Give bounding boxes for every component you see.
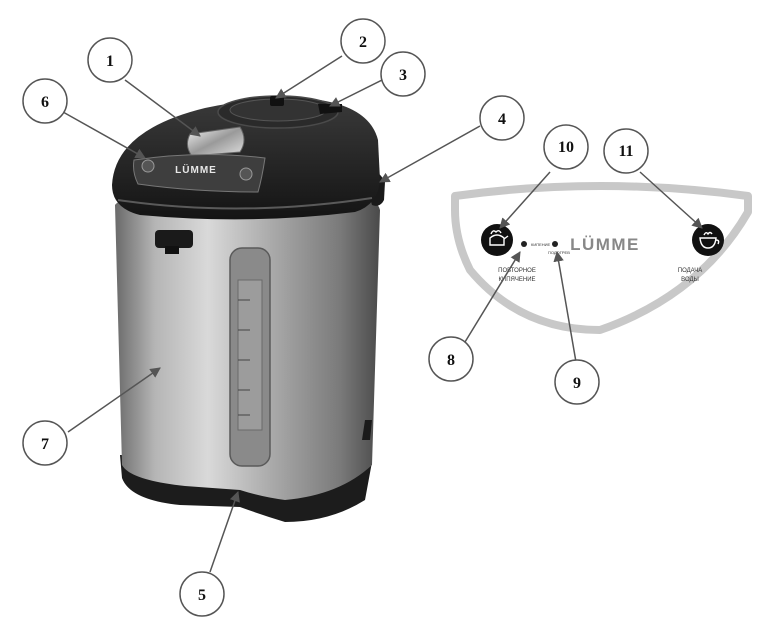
- callouts: 1 2 3 4 5 6 7 8: [22, 18, 649, 617]
- reboil-label-line1: ПОВТОРНОЕ: [498, 268, 536, 274]
- leader-6: [62, 111, 146, 159]
- callout-10: 10: [543, 124, 589, 170]
- boil-indicator: [521, 241, 527, 247]
- callout-4: 4: [479, 95, 525, 141]
- callout-7: 7: [22, 420, 68, 466]
- reboil-label-line2: КИПЯЧЕНИЕ: [498, 277, 535, 283]
- lid-brand-text: LÜMME: [175, 163, 217, 176]
- callout-9: 9: [554, 359, 600, 405]
- callout-8: 8: [428, 336, 474, 382]
- cup-icon: [699, 231, 720, 249]
- callout-5: 5: [179, 571, 225, 617]
- water-label-line1: ПОДАЧА: [678, 268, 702, 274]
- callout-1: 1: [87, 37, 133, 83]
- callout-5-label: 5: [198, 587, 206, 604]
- kettle-icon: [489, 230, 509, 246]
- callout-3: 3: [380, 51, 426, 97]
- water-dispense-button: [692, 224, 724, 256]
- warm-indicator: [552, 241, 558, 247]
- callout-9-label: 9: [573, 375, 581, 392]
- callout-11-label: 11: [618, 143, 633, 160]
- leader-2: [275, 55, 343, 99]
- leader-11: [639, 171, 703, 229]
- callout-7-label: 7: [41, 436, 49, 453]
- boil-indicator-label: КИПЕНИЕ: [531, 242, 551, 247]
- spout: [155, 230, 193, 248]
- pump-button: [186, 126, 245, 157]
- callout-10-label: 10: [558, 139, 574, 156]
- callout-2: 2: [340, 18, 386, 64]
- control-panel-detail: КИПЕНИЕ ПОДОГРЕВ LÜMME ПОВТОРНОЕ КИПЯЧЕН…: [451, 182, 752, 334]
- callout-4-label: 4: [498, 111, 506, 128]
- callout-6: 6: [22, 78, 68, 124]
- panel-brand-text: LÜMME: [570, 235, 640, 254]
- panel-outline: [451, 182, 752, 334]
- reboil-button: [481, 224, 513, 256]
- thermopot: LÜMME: [112, 95, 385, 522]
- leader-5: [209, 491, 240, 573]
- leader-8: [464, 251, 521, 343]
- callout-8-label: 8: [447, 352, 455, 369]
- leader-1: [124, 79, 201, 137]
- leader-7: [67, 367, 161, 433]
- leader-9: [553, 250, 577, 363]
- leader-10: [499, 171, 551, 229]
- callout-6-label: 6: [41, 94, 49, 111]
- leader-lines: [62, 55, 703, 573]
- water-label-line2: ВОДЫ: [681, 277, 699, 283]
- leader-3: [329, 79, 383, 107]
- lid-control-panel: [133, 153, 266, 193]
- leader-4: [379, 125, 481, 183]
- lid-lever: [318, 104, 342, 114]
- callout-3-label: 3: [399, 67, 407, 84]
- callout-1-label: 1: [106, 53, 114, 70]
- callout-11: 11: [603, 128, 649, 174]
- warm-indicator-label: ПОДОГРЕВ: [548, 250, 570, 255]
- callout-2-label: 2: [359, 34, 367, 51]
